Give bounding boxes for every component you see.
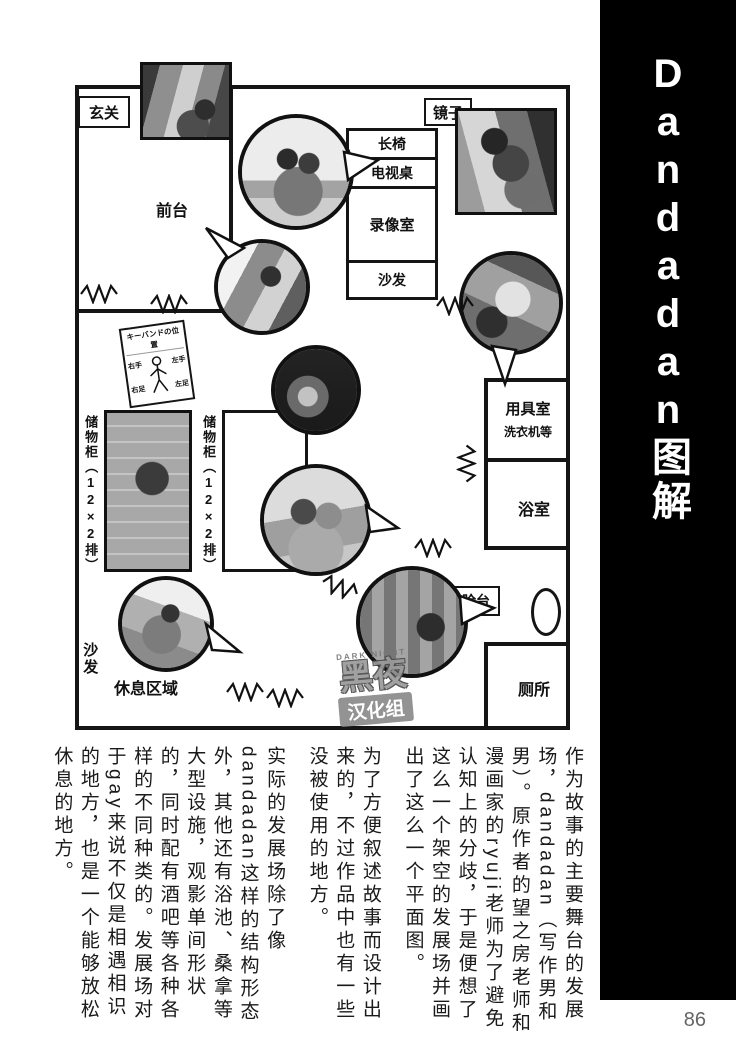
squiggle-front-desk [150,292,190,319]
toilet-wall-left [484,642,488,730]
utility-room-label: 用具室 洗衣机等 [488,392,568,446]
toilet-label: 厕所 [504,676,564,700]
entrance-scene-panel [140,62,232,140]
mirror-scene-illustration [458,111,554,212]
keyband-left-foot-label: 左足 [174,379,190,389]
doorway-scene-illustration [360,570,464,674]
utility-wall-left [484,378,488,550]
front-desk-scene-bubble [214,239,310,335]
front-desk-label-text: 前台 [155,203,188,220]
squiggle-utility-vertical [452,444,478,485]
page-number: 86 [683,1009,706,1031]
bathroom-wall-top [484,458,570,462]
sink-fixture [531,588,561,636]
tv-table-label: 电视桌 [349,160,435,189]
utility-room-label-text: 用具室 [505,401,551,418]
bathroom-label-text: 浴室 [517,502,550,519]
translation-group-watermark: DARK NIGHT 黑夜 汉化组 [311,645,437,729]
squiggle-rest-area-1 [226,680,266,707]
commentary-paragraph-2: 为了方便叙述故事而设计出来的，不过作品中也有一些没被使用的地方。 [306,746,381,1022]
front-desk-scene-illustration [218,243,306,331]
plan-wall-left [75,85,79,730]
rest-sofa-scene-bubble [118,576,214,672]
locker-a-label: 储物柜（12×2排） [78,408,102,580]
bench-label: 长椅 [349,131,435,160]
locker-bank-a-panel [104,410,192,572]
bench-scene-bubble [238,114,354,230]
page-title: Dandadan图解 [646,52,690,524]
toilet-label-text: 厕所 [517,682,550,699]
plan-wall-top [75,85,570,89]
commentary-paragraph-3: 实际的发展场除了像dandadan这样的结构形态外，其他还有浴池、桑拿等大型设施… [51,746,286,1024]
peeking-scene-bubble [271,345,361,435]
frontdesk-wall-horizontal [75,309,233,313]
keyband-scene-bubble [459,251,563,355]
squiggle-video-room [436,294,476,321]
keyband-sign: キーバンドの位置 右手 右足 左手 左足 [118,319,196,409]
toilet-wall-top [484,642,570,646]
plan-wall-right [566,85,570,730]
video-sofa-label-text: 沙发 [378,272,406,288]
video-room-label-text: 录像室 [369,217,415,234]
rest-area-label: 休息区域 [108,676,184,698]
bathroom-label: 浴室 [504,496,564,520]
video-sofa-label: 沙发 [349,263,435,297]
keyband-left-hand-label: 左手 [171,356,187,365]
keyband-right-foot-label: 右足 [131,385,146,395]
locker-pair-scene-illustration [264,468,368,572]
front-desk-label: 前台 [146,198,198,220]
bathroom-wall-bottom [484,546,570,550]
plan-wall-bottom [75,726,570,730]
keyband-right-hand-label: 右手 [127,362,143,372]
utility-wall-top [484,378,570,382]
locker-b-label: 储物柜（12×2排） [196,408,220,580]
rest-sofa-label-text: 沙发 [81,642,99,676]
entrance-label: 玄关 [78,96,130,128]
rest-sofa-scene-illustration [122,580,210,668]
locker-scene-illustration [107,413,189,569]
keyband-scene-illustration [463,255,559,351]
bench-scene-illustration [242,118,350,226]
keyband-figure-icon [150,356,169,393]
utility-note-text: 洗衣机等 [503,425,552,439]
commentary-paragraph-1: 作为故事的主要舞台的发展场，dandadan（写作男和男）。原作者的望之房老师和… [402,746,583,1036]
squiggle-washstand [414,536,454,563]
rest-sofa-label: 沙发 [78,630,100,688]
peeking-scene-illustration [275,349,357,431]
squiggle-entrance [80,282,120,309]
entrance-scene-illustration [143,65,229,137]
tv-table-label-text: 电视桌 [371,165,413,181]
entrance-label-text: 玄关 [88,104,119,122]
rest-area-label-text: 休息区域 [113,681,178,698]
locker-b-label-text: 储物柜（12×2排） [201,415,217,573]
mirror-scene-panel [455,108,557,215]
video-room-block: 长椅 电视桌 录像室 沙发 [346,128,438,300]
locker-a-label-text: 储物柜（12×2排） [83,415,99,573]
commentary-text: 作为故事的主要舞台的发展场，dandadan（写作男和男）。原作者的望之房老师和… [45,746,585,1036]
title-sidebar: Dandadan图解 [600,0,736,1000]
video-room-label: 录像室 [349,189,435,263]
watermark-line2: 汉化组 [338,691,414,728]
squiggle-rest-area-2 [266,686,306,713]
locker-pair-scene-bubble [260,464,372,576]
squiggle-locker-bottom [317,572,363,609]
bench-label-text: 长椅 [378,136,406,152]
frontdesk-wall-vertical [229,85,233,313]
